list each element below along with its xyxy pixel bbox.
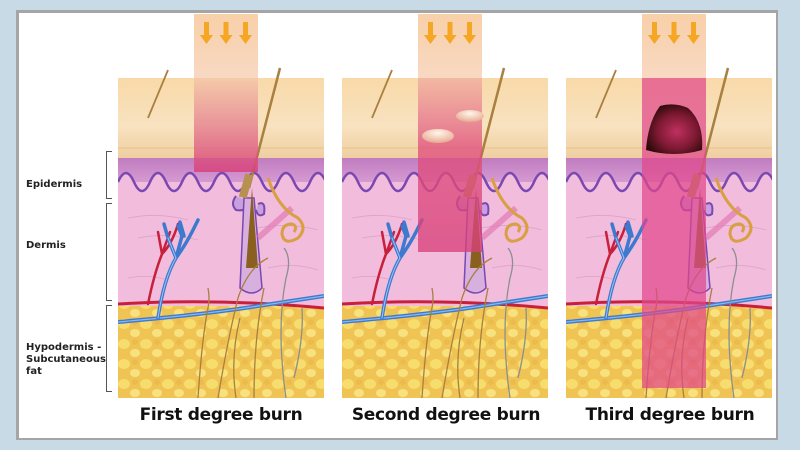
skin-diagram-first-degree	[118, 14, 324, 400]
heat-arrows-icon	[200, 22, 252, 44]
caption-first-degree: First degree burn	[139, 405, 303, 425]
panel-first-degree	[118, 0, 338, 405]
panel-second-degree	[342, 0, 562, 405]
eschar	[646, 104, 703, 154]
caption-second-degree: Second degree burn	[351, 405, 541, 425]
heat-arrows-icon	[424, 22, 476, 44]
blister	[422, 129, 454, 143]
label-hypodermis-line3: fat	[26, 366, 42, 377]
bracket-hypodermis	[106, 305, 112, 392]
label-dermis: Dermis	[26, 240, 66, 251]
skin-diagram-third-degree	[566, 14, 772, 400]
bracket-epidermis	[106, 151, 112, 199]
bracket-dermis	[106, 203, 112, 301]
blister	[456, 110, 484, 122]
burn-area-epidermis	[194, 78, 258, 172]
label-hypodermis-line2: Subcutaneous	[26, 354, 106, 365]
panel-third-degree	[566, 0, 786, 405]
heat-arrows-icon	[648, 22, 700, 44]
label-epidermis: Epidermis	[26, 179, 83, 190]
label-hypodermis: Hypodermis - Subcutaneous fat	[26, 342, 106, 378]
burn-area-dermis	[418, 78, 482, 252]
skin-diagram-second-degree	[342, 14, 548, 400]
label-hypodermis-line1: Hypodermis -	[26, 342, 102, 353]
caption-third-degree: Third degree burn	[585, 405, 755, 425]
